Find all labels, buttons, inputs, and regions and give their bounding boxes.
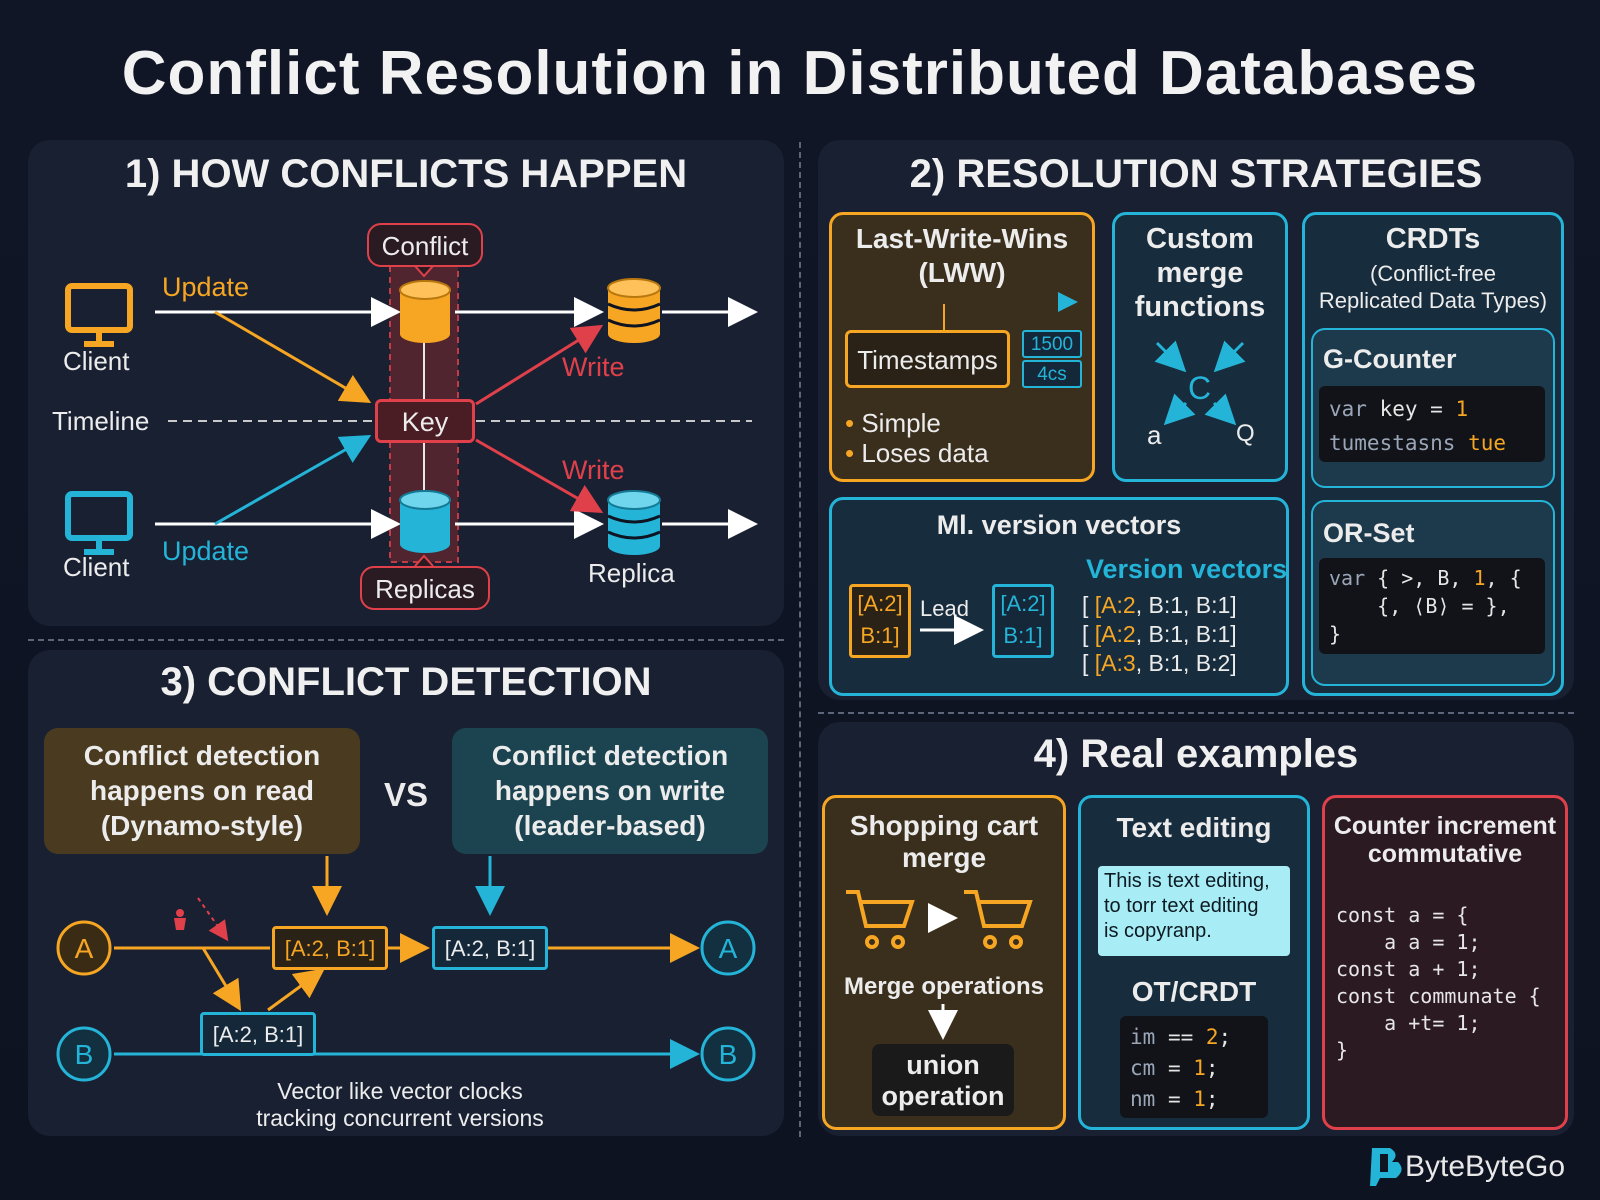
crdts-title: CRDTs [1385,223,1481,255]
write-label-top: Write [562,352,625,382]
detection-caption-1: Vector like vector clocks [277,1078,523,1104]
node-a-left-icon [56,920,112,976]
section4-heading: 4) Real examples [1033,732,1359,776]
vv-right-box: [A:2] B:1] [992,584,1054,658]
timeline-label: Timeline [52,406,150,436]
timestamps-label: Timestamps [857,345,998,375]
vv-title: Ml. version vectors [936,510,1182,540]
orset-code: var { >, B, 1, { {, ⟨B⟩ = }, } [1319,558,1545,654]
lww-bullet-simple: • Simple [845,408,941,438]
vv-row-2: [ [A:2, B:1, B:1] [1082,621,1237,647]
node-a-left-label: A [74,933,94,964]
client-label-bottom: Client [63,552,130,582]
replicas-label: Replicas [375,574,475,604]
gcounter-title: G-Counter [1323,344,1457,374]
node-a-right-icon [700,920,756,976]
counter-increment-card: Counter increment commutative [1322,795,1568,1130]
detection-caption-2: tracking concurrent versions [256,1105,544,1131]
client-label-top: Client [63,346,130,376]
vs-label: VS [384,776,429,813]
crdts-sub2: Replicated Data Types) [1318,288,1548,313]
section3-heading: 3) CONFLICT DETECTION [160,660,652,704]
custom-line3: functions [1134,291,1266,323]
conflict-person-icon [174,909,186,930]
vv-subtitle: Version vectors [1086,554,1288,584]
horizontal-divider-left [28,639,784,641]
client-monitor-icon-bottom [65,491,133,555]
text-note: This is text editing, to torr text editi… [1098,866,1290,956]
lww-title-line2: (LWW) [918,257,1006,288]
key-label: Key [401,407,449,437]
gcounter-code: var key = 1 tumestasns tue [1319,386,1545,462]
update-label-top: Update [162,272,250,302]
union-operation-box: union operation [872,1044,1014,1116]
database-icon-conflict-orange [399,280,451,343]
write-label-bottom: Write [562,455,625,485]
update-label-bottom: Update [162,536,250,566]
timestamp-value-1: 1500 [1022,330,1082,358]
orset-title: OR-Set [1323,518,1415,548]
vv-row-3: [ [A:3, B:1, B:2] [1082,650,1237,676]
vector-box-teal-top: [A:2, B:1] [432,926,548,970]
ot-crdt-label: OT/CRDT [1131,976,1257,1007]
conflict-label-box: Conflict [367,223,483,267]
section2-heading: 2) RESOLUTION STRATEGIES [909,152,1483,196]
timestamp-value-2: 4cs [1022,360,1082,388]
ot-code: im == 2; cm = 1; nm = 1; [1120,1016,1268,1118]
vv-left-box: [A:2] B:1] [849,584,911,658]
vector-box-teal-bottom: [A:2, B:1] [200,1012,316,1056]
merge-c-label: C [1188,370,1212,406]
node-a-right-label: A [718,933,738,964]
conflict-label: Conflict [381,231,469,261]
counter-code: const a = { a a = 1; const a + 1; const … [1336,903,1541,1062]
key-box: Key [375,399,475,443]
section1-heading: 1) HOW CONFLICTS HAPPEN [124,152,688,196]
lww-title-line1: Last-Write-Wins [855,223,1069,254]
crdts-sub1: (Conflict-free [1370,261,1496,286]
replicas-label-box: Replicas [360,566,490,610]
database-icon-replicas-teal [399,490,451,553]
shopping-cart-icon-left [846,890,915,949]
merge-operations-label: Merge operations [843,973,1045,1000]
replica-label: Replica [588,558,675,588]
custom-merge-card: Custom merge functions [1112,212,1288,482]
detect-on-write-box: Conflict detection happens on write (lea… [452,728,768,854]
timestamps-box: Timestamps [845,330,1010,388]
database-icon-replica-orange [607,278,661,343]
node-b-right-icon [700,1026,756,1082]
node-b-left-label: B [74,1039,94,1070]
horizontal-divider-right [818,712,1574,714]
vv-row-1: [ [A:2, B:1, B:1] [1082,592,1237,618]
node-b-left-icon [56,1026,112,1082]
vector-box-orange: [A:2, B:1] [272,926,388,970]
vertical-divider [799,142,801,1137]
node-b-right-label: B [718,1039,738,1070]
shopping-cart-icon-right [964,890,1033,949]
main-title: Conflict Resolution in Distributed Datab… [121,39,1479,108]
merge-a-label: a [1147,420,1162,450]
lww-bullet-loses-data: • Loses data [845,438,989,468]
client-monitor-icon-top [65,283,133,347]
merge-q-label: Q [1236,420,1255,447]
brand-label: ByteByteGo [1405,1150,1566,1183]
custom-line1: Custom [1146,223,1254,255]
detect-on-read-box: Conflict detection happens on read (Dyna… [44,728,360,854]
database-icon-replica-teal [607,490,661,555]
custom-line2: merge [1156,257,1244,289]
